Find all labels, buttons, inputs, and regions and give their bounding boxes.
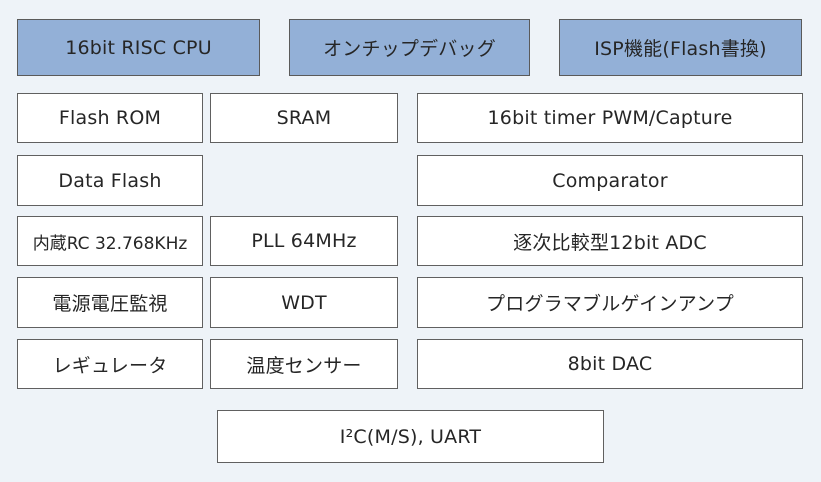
adc-block: 逐次比較型12bit ADC <box>417 216 803 266</box>
isp-block: ISP機能(Flash書換) <box>559 19 802 76</box>
on-chip-debug-block: オンチップデバッグ <box>289 19 530 76</box>
sram-block: SRAM <box>210 93 398 143</box>
pga-block: プログラマブルゲインアンプ <box>417 277 803 328</box>
wdt-block: WDT <box>210 277 398 328</box>
pll-block: PLL 64MHz <box>210 216 398 266</box>
comparator-block: Comparator <box>417 155 803 206</box>
cpu-block: 16bit RISC CPU <box>17 19 260 76</box>
flash-rom-block: Flash ROM <box>17 93 203 143</box>
regulator-block: レギュレータ <box>17 339 203 389</box>
voltage-monitor-block: 電源電圧監視 <box>17 277 203 328</box>
data-flash-block: Data Flash <box>17 155 203 206</box>
dac-block: 8bit DAC <box>417 339 803 389</box>
temperature-sensor-block: 温度センサー <box>210 339 398 389</box>
rc-oscillator-block: 内蔵RC 32.768KHz <box>17 216 203 266</box>
communication-block: I²C(M/S), UART <box>217 410 604 463</box>
timer-block: 16bit timer PWM/Capture <box>417 93 803 143</box>
